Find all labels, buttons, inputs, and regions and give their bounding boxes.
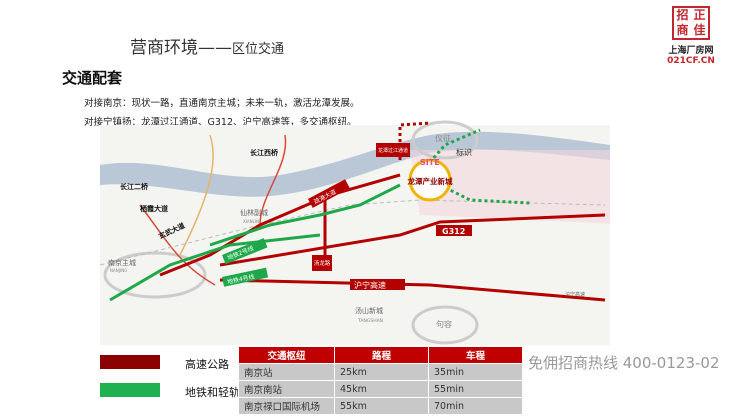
- description-line: 对接南京：现状一路，直通南京主城；未来一轨，激活龙潭发展。: [84, 98, 360, 109]
- road: [259, 134, 287, 226]
- label-yizheng: 仪征: [435, 133, 451, 143]
- seal-char: 佳: [693, 23, 706, 37]
- description-line: 对接宁镇扬：龙潭过江通道、G312、沪宁高速等，多交通枢纽。: [84, 117, 357, 128]
- legend-label-highway: 高速公路: [185, 358, 229, 371]
- jurong-circle: [411, 305, 479, 345]
- watermark: 免佣招商热线 400-0123-02: [528, 354, 720, 372]
- label-tangshan: 汤山新城: [355, 306, 383, 315]
- label-qxdd: 栖霞大道: [140, 204, 168, 213]
- legend-label-metro: 地铁和轻轨: [185, 386, 240, 399]
- title-main: 营商环境——: [130, 38, 232, 58]
- yangtze-river: [100, 131, 610, 197]
- yizheng-circle: [411, 120, 479, 160]
- highway-g312: [219, 213, 606, 267]
- metro2-box: [222, 238, 268, 265]
- label-xianlin: 仙林副城: [240, 208, 268, 217]
- sgdd-box: [308, 179, 350, 208]
- traffic-map: 龙潭过江通道 龙潭产业新城 SITE 仪征 标识 G312 沪宁高速 沪宁高速 …: [100, 120, 610, 345]
- highway-road: [159, 173, 401, 277]
- legend-swatch-highway: [100, 355, 160, 369]
- cell: 55min: [428, 380, 523, 398]
- label-hnhs: 沪宁高速: [354, 280, 386, 290]
- label-site: SITE: [420, 158, 440, 167]
- logo: 招正商佳 上海厂房网 021CF.CN: [662, 6, 720, 66]
- section-heading: 交通配套: [62, 69, 123, 87]
- label-cjxq: 长江西桥: [250, 148, 279, 157]
- label-jurong: 句容: [436, 319, 452, 329]
- label-g312: G312: [442, 227, 465, 236]
- tll-box: [312, 255, 332, 271]
- seal-char: 商: [676, 23, 689, 37]
- metro-line-2: [209, 183, 401, 247]
- label-cjeq: 长江二桥: [120, 182, 149, 191]
- seal-char: 正: [693, 8, 706, 22]
- label-xianlin-en: XIANLIN: [243, 219, 259, 224]
- g312-box: [436, 225, 472, 236]
- legend-swatch-metro: [100, 383, 160, 397]
- road: [179, 134, 214, 256]
- table-header: 交通枢纽路程车程: [238, 346, 523, 364]
- logo-domain: 021CF.CN: [667, 56, 715, 66]
- metro-line-4: [109, 233, 321, 302]
- cell: 南京禄口国际机场: [238, 397, 335, 415]
- cell: 70min: [428, 397, 523, 415]
- label-ltgj: 龙潭过江通道: [378, 147, 408, 154]
- logo-name: 上海厂房网: [668, 46, 714, 56]
- label-biaoshi: 标识: [456, 147, 472, 157]
- cell: 南京站: [238, 363, 335, 381]
- center-circle: [408, 158, 452, 202]
- metro4-box: [222, 267, 269, 287]
- label-nanjing-en: NANJING: [110, 268, 127, 273]
- hnhs-box: [350, 279, 405, 290]
- page-title: 营商环境——区位交通: [130, 33, 284, 58]
- future-crossing-arrow: [398, 121, 431, 160]
- green-arrow-east: [439, 183, 531, 205]
- cell: 55km: [334, 397, 429, 415]
- cell: 45km: [334, 380, 429, 398]
- seal-char: 招: [676, 8, 689, 22]
- nanjing-circle: [103, 251, 207, 299]
- label-center: 龙潭产业新城: [408, 176, 453, 186]
- cell: 南京南站: [238, 380, 335, 398]
- header-cell: 车程: [428, 346, 523, 364]
- highway-hnhs: [219, 278, 606, 302]
- district-zone: [410, 150, 610, 224]
- label-hnhs-small: 沪宁高速: [565, 291, 585, 298]
- road: [139, 204, 216, 286]
- green-arrow-north: [408, 128, 481, 186]
- label-nanjing: 南京主城: [108, 258, 136, 267]
- header-cell: 交通枢纽: [238, 346, 335, 364]
- header-cell: 路程: [334, 346, 429, 364]
- cell: 35min: [428, 363, 523, 381]
- label-tll: 汤龙路: [314, 259, 331, 267]
- railway: [100, 199, 606, 266]
- logo-seal: 招正商佳: [672, 6, 710, 40]
- cell: 25km: [334, 363, 429, 381]
- ltgj-label-box: [376, 143, 410, 157]
- label-tangshan-en: TANGSHAN: [357, 318, 383, 324]
- title-sub: 区位交通: [232, 42, 285, 57]
